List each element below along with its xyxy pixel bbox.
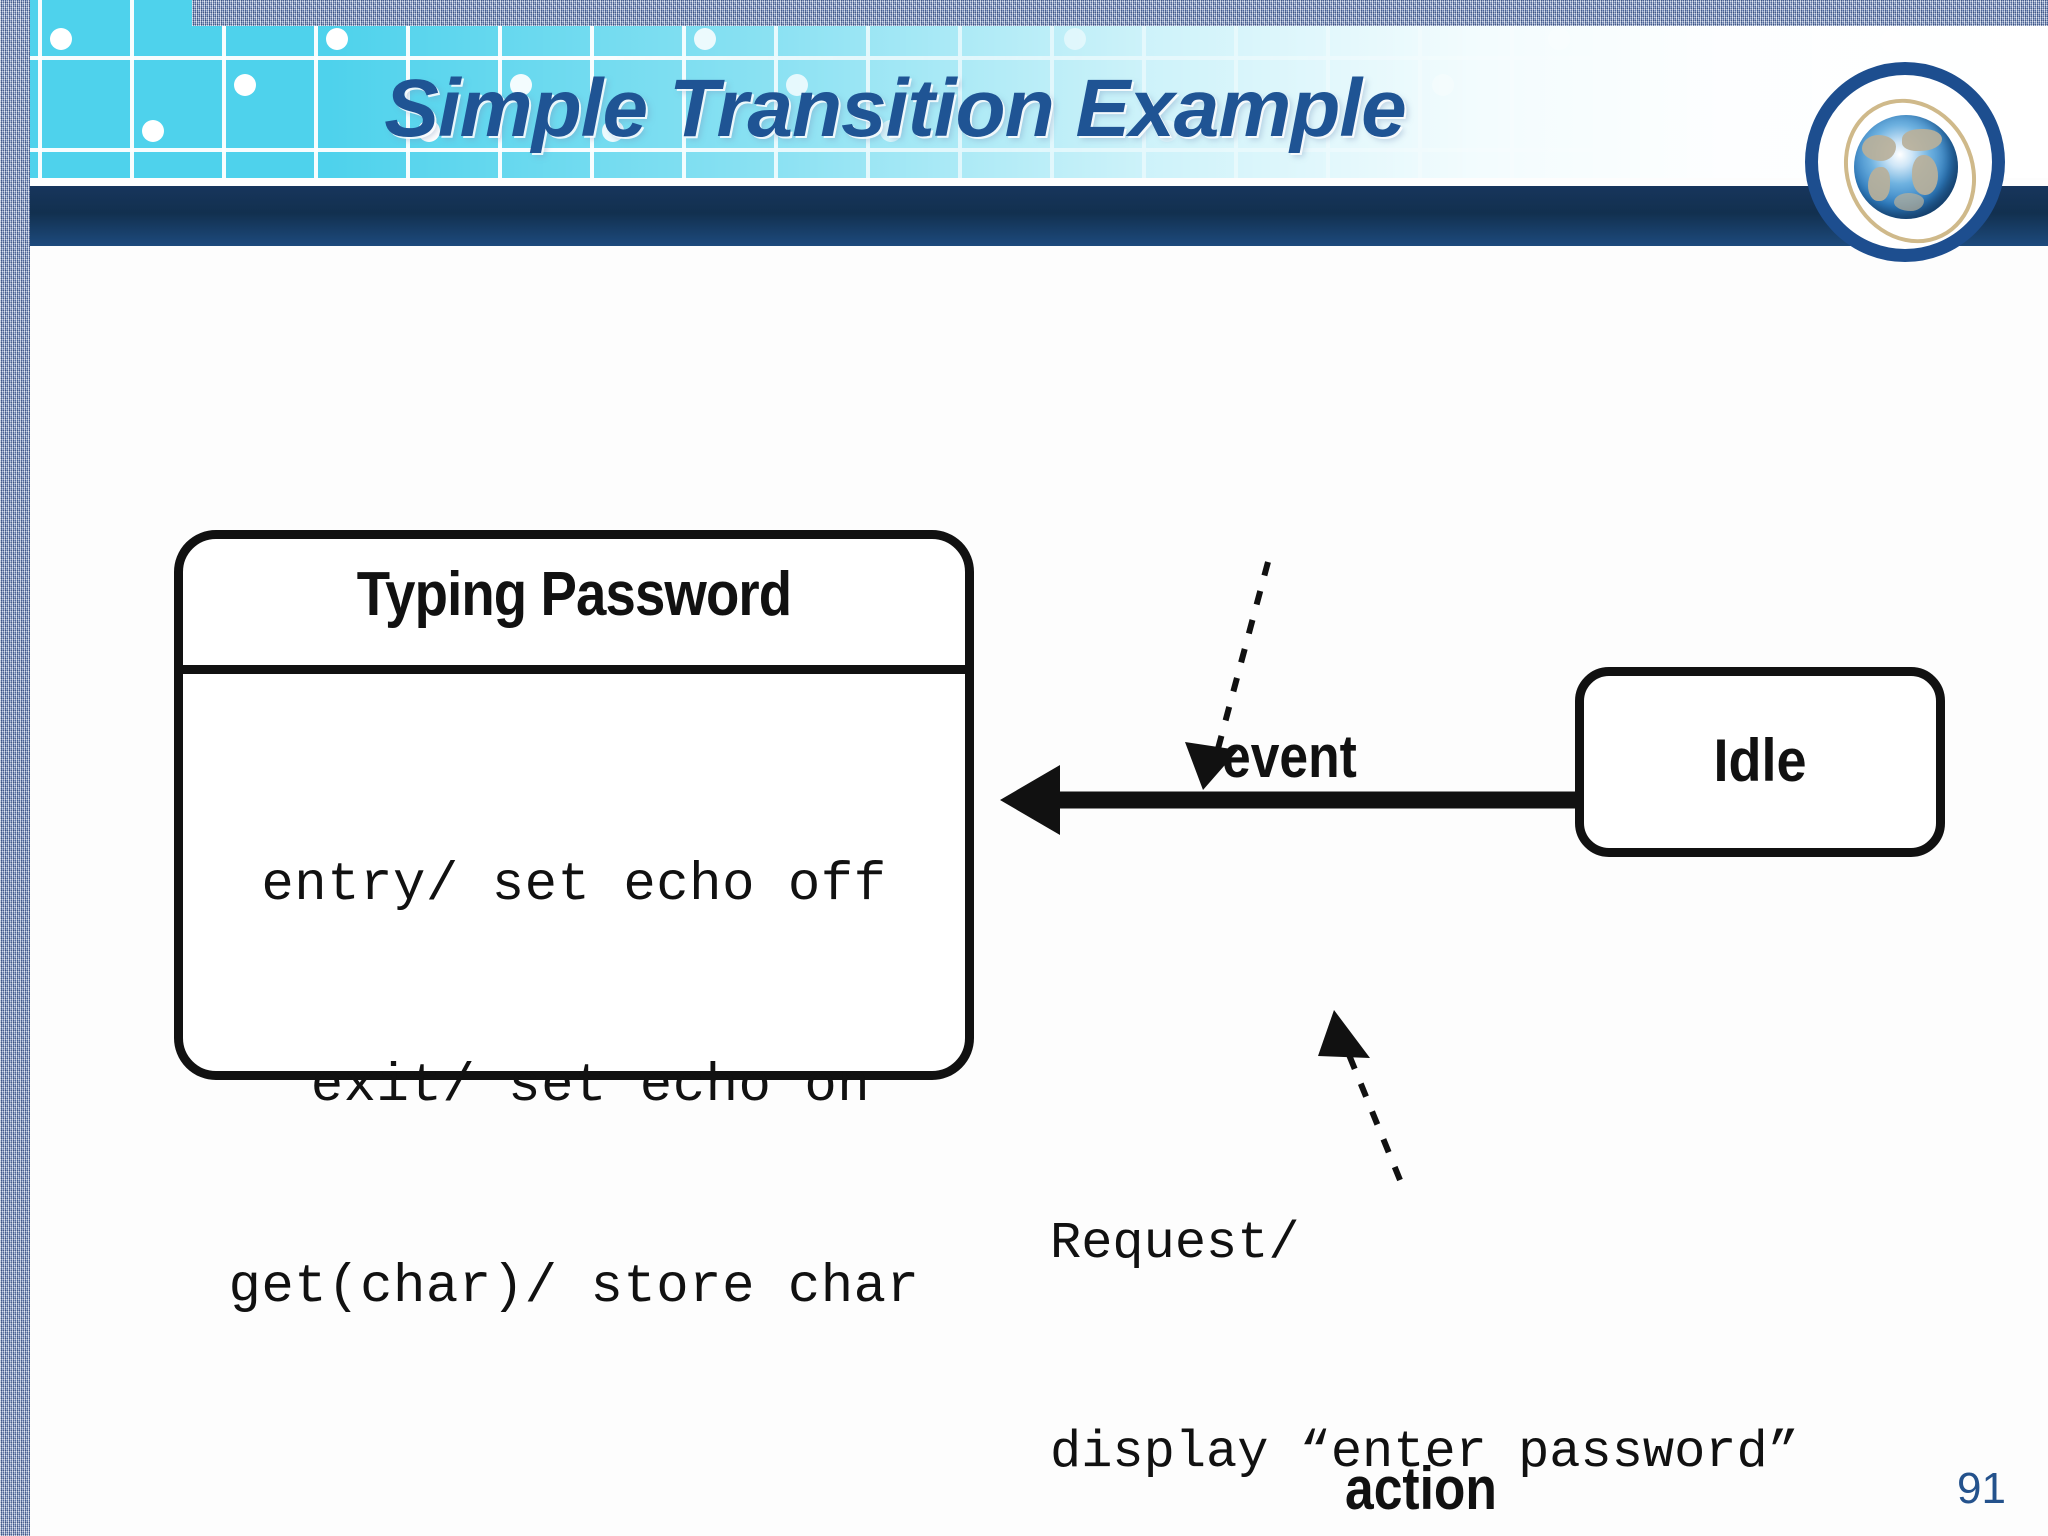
state-diagram: Typing Password entry/ set echo off exit…	[0, 250, 2048, 1536]
state-typing-password-actions: entry/ set echo off exit/ set echo on ge…	[183, 719, 965, 1455]
grid-dot	[694, 28, 716, 50]
top-denim-strip	[192, 0, 2048, 26]
state-idle-title: Idle	[1713, 727, 1807, 794]
action-annotation-label: action	[1345, 1455, 1497, 1522]
globe-badge	[1805, 62, 2005, 266]
grid-dot	[326, 28, 348, 50]
state-action-entry: entry/ set echo off	[261, 854, 887, 916]
page-number: 91	[1957, 1464, 2006, 1513]
state-typing-password-title: Typing Password	[356, 560, 792, 629]
state-action-getchar: get(char)/ store char	[228, 1256, 920, 1318]
grid-dot	[1880, 30, 1902, 52]
transition-label: Request/ display “enter password”	[1050, 1070, 1799, 1536]
state-divider	[183, 665, 965, 674]
event-annotation-label: event	[1222, 723, 1357, 790]
left-denim-rail	[0, 0, 30, 1536]
state-idle[interactable]: Idle	[1575, 667, 1945, 857]
transition-action-text: display “enter password”	[1050, 1423, 1799, 1483]
grid-dot	[1548, 28, 1570, 50]
page-title: Simple Transition Example	[384, 63, 1407, 154]
header-navy-bar	[30, 186, 2048, 246]
grid-dot	[50, 28, 72, 50]
grid-dot	[1064, 28, 1086, 50]
transition-event-text: Request/	[1050, 1214, 1300, 1274]
state-action-exit: exit/ set echo on	[277, 1055, 871, 1117]
state-typing-password[interactable]: Typing Password entry/ set echo off exit…	[174, 530, 974, 1318]
